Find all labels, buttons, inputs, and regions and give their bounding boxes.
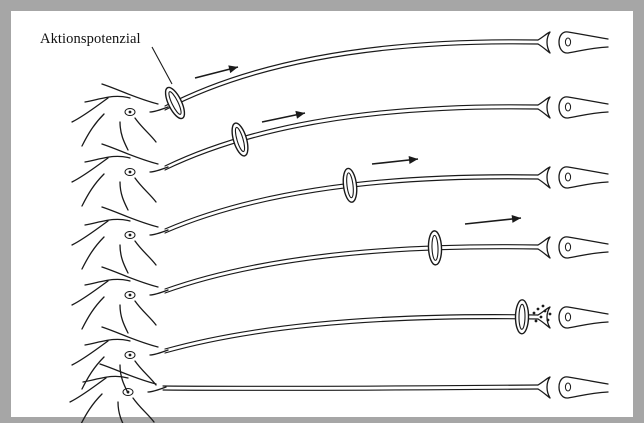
neuron-stage-2 xyxy=(72,97,608,210)
transmitter-dot xyxy=(533,312,536,315)
neuron-stage-3 xyxy=(72,156,608,273)
transmitter-dot xyxy=(544,310,547,313)
axon-lower-edge xyxy=(165,109,538,170)
transmitter-dot xyxy=(540,316,543,319)
propagation-arrow-head xyxy=(295,111,305,119)
ring-outer xyxy=(162,85,189,121)
label-leader-line xyxy=(152,47,172,84)
target-cell xyxy=(559,237,608,258)
axon-terminal xyxy=(538,97,550,118)
axon-lower-edge xyxy=(165,44,538,110)
target-cell-nucleus xyxy=(565,243,570,251)
nucleus-dot xyxy=(129,171,132,174)
axon-terminal xyxy=(538,32,550,53)
axon-lower-edge xyxy=(163,389,538,390)
nucleus-dot xyxy=(129,111,132,114)
action-potential-label: Aktionspotenzial xyxy=(40,31,141,48)
transmitter-dot xyxy=(549,313,552,316)
axon-upper-edge xyxy=(165,245,538,289)
target-cell xyxy=(559,307,608,328)
propagation-arrow-head xyxy=(409,156,418,164)
target-cell xyxy=(559,167,608,188)
target-cell-nucleus xyxy=(565,173,570,181)
axon-upper-edge xyxy=(163,385,538,386)
action-potential-ring xyxy=(162,85,189,121)
nucleus-dot xyxy=(129,234,132,237)
target-cell xyxy=(559,32,608,53)
axon-upper-edge xyxy=(165,40,538,106)
nucleus-dot xyxy=(127,391,130,394)
transmitter-dot xyxy=(537,308,540,311)
action-potential-ring xyxy=(342,168,359,203)
neuron-stage-6 xyxy=(70,364,608,423)
propagation-arrow-head xyxy=(228,65,238,73)
action-potential-ring xyxy=(515,300,528,334)
target-cell-nucleus xyxy=(565,313,570,321)
nucleus-dot xyxy=(129,354,132,357)
axon-upper-edge xyxy=(165,315,538,349)
neuron-soma xyxy=(70,364,166,423)
target-cell xyxy=(559,377,608,398)
propagation-arrow-head xyxy=(512,215,521,223)
transmitter-dot xyxy=(535,320,538,323)
neuron-stage-5 xyxy=(72,300,608,393)
target-cell-nucleus xyxy=(565,383,570,391)
axon-terminal xyxy=(538,237,550,258)
neuron-soma xyxy=(72,84,168,150)
nucleus-dot xyxy=(129,294,132,297)
target-cell xyxy=(559,97,608,118)
target-cell-nucleus xyxy=(565,38,570,46)
neuron-soma xyxy=(72,267,168,333)
action-potential-ring xyxy=(428,231,442,265)
transmitter-dot xyxy=(542,305,545,308)
neuron-stage-1 xyxy=(72,32,608,150)
axon-lower-edge xyxy=(165,249,538,293)
neuron-soma xyxy=(72,144,168,210)
axon-terminal xyxy=(538,377,550,398)
axon-terminal xyxy=(538,167,550,188)
axon-upper-edge xyxy=(165,105,538,166)
neuron-soma xyxy=(72,207,168,273)
transmitter-dot xyxy=(547,319,550,322)
target-cell-nucleus xyxy=(565,103,570,111)
